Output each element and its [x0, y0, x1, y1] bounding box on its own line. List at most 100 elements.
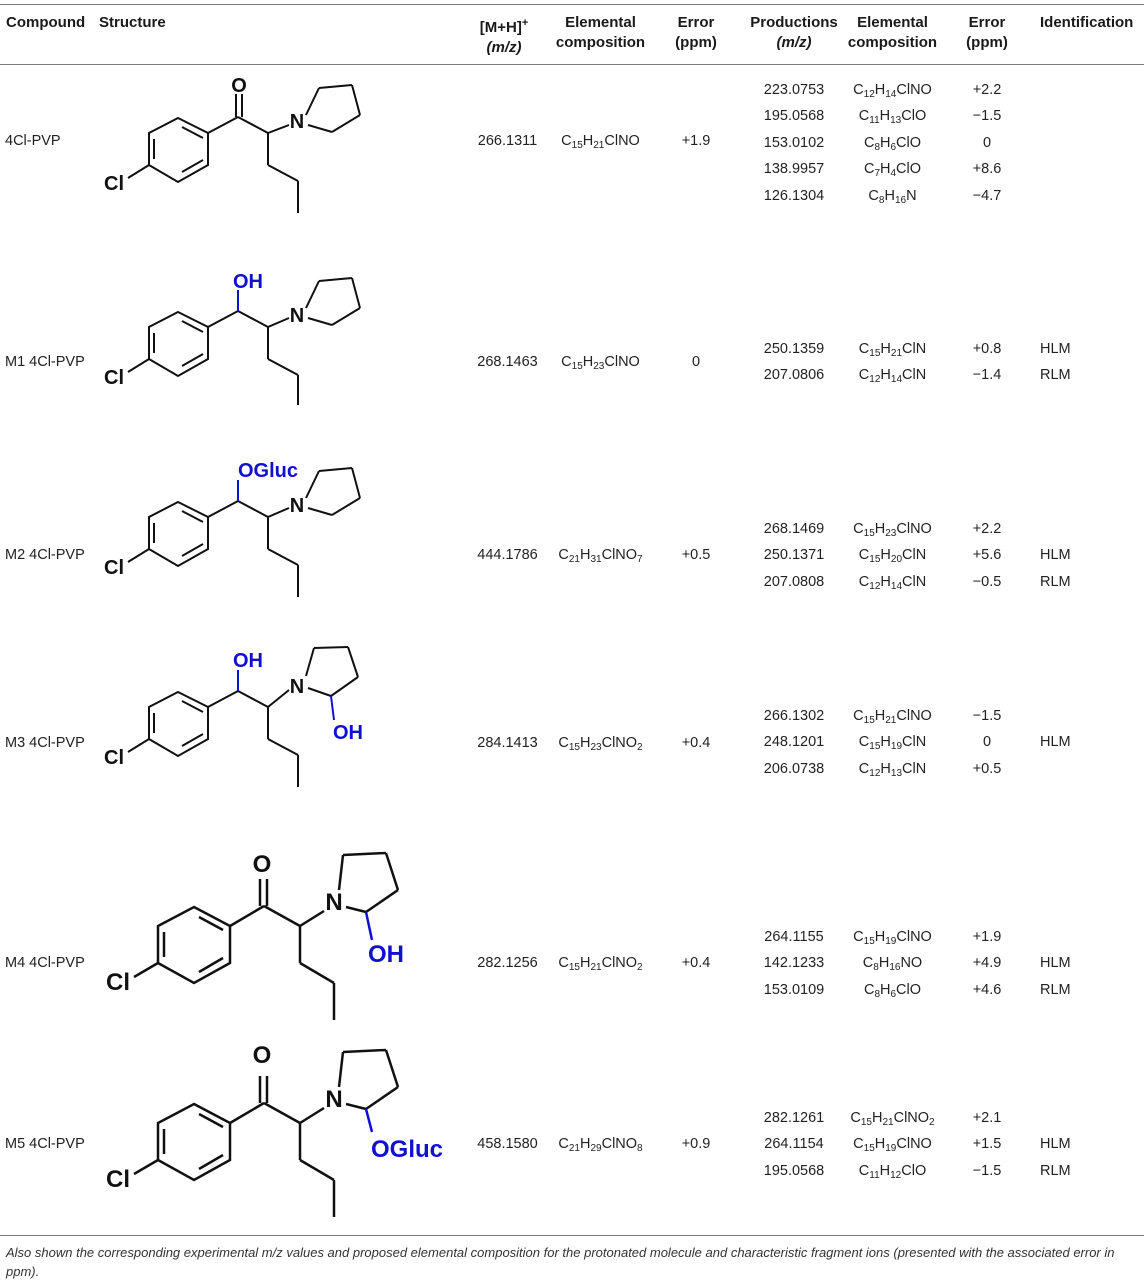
product-composition: C7H4ClO	[863, 161, 922, 179]
mh-value: 268.1463	[477, 354, 538, 370]
product-mz: 142.1233	[763, 955, 825, 971]
svg-text:Cl: Cl	[104, 557, 124, 579]
structure-drawing: O N OGluc Cl	[96, 1032, 456, 1227]
svg-text:OH: OH	[233, 271, 263, 293]
compound-name: M1 4Cl-PVP	[5, 354, 85, 370]
svg-text:OGluc: OGluc	[238, 460, 298, 482]
mh-value: 284.1413	[477, 735, 538, 751]
table-bottom-rule	[0, 1235, 1144, 1236]
identification: HLM	[1040, 341, 1071, 357]
product-error: 0	[982, 734, 992, 750]
product-error: +1.9	[972, 929, 1002, 945]
structure-m1: OH N Cl	[104, 271, 361, 405]
compound-name: M4 4Cl-PVP	[5, 955, 85, 971]
svg-text:OH: OH	[233, 650, 263, 672]
header-product-error: Error(ppm)	[966, 14, 1008, 51]
composition: C21H29ClNO8	[558, 1136, 643, 1154]
svg-text:N: N	[290, 305, 304, 327]
product-mz: 250.1359	[763, 341, 825, 357]
error: +0.4	[681, 955, 711, 971]
product-error: −1.5	[972, 708, 1002, 724]
product-mz: 138.9957	[763, 161, 825, 177]
product-mz: 153.0102	[763, 135, 825, 151]
product-composition: C15H19ClNO	[853, 1136, 932, 1154]
table-top-rule	[0, 4, 1144, 5]
product-error: −1.5	[972, 108, 1002, 124]
header-identification: Identification	[1040, 14, 1134, 31]
composition: C15H21ClNO	[561, 133, 640, 151]
mh-value: 444.1786	[477, 547, 538, 563]
product-composition: C11H13ClO	[858, 108, 927, 126]
product-mz: 207.0808	[763, 574, 825, 590]
product-error: +2.2	[972, 521, 1002, 537]
product-composition: C8H16NO	[862, 955, 923, 973]
svg-text:N: N	[325, 889, 342, 916]
product-composition: C8H6ClO	[863, 982, 922, 1000]
product-mz: 223.0753	[763, 82, 825, 98]
product-error: +5.6	[972, 547, 1002, 563]
product-error: +2.2	[972, 82, 1002, 98]
header-error: Error(ppm)	[675, 14, 717, 51]
product-mz: 206.0738	[763, 761, 825, 777]
product-mz: 126.1304	[763, 188, 825, 204]
svg-text:N: N	[325, 1086, 342, 1113]
compound-name: M5 4Cl-PVP	[5, 1136, 85, 1152]
product-composition: C12H14ClN	[858, 367, 927, 385]
error: +0.9	[681, 1136, 711, 1152]
svg-text:N: N	[290, 111, 304, 133]
identification: HLM	[1040, 547, 1071, 563]
svg-text:N: N	[290, 495, 304, 517]
product-composition: C11H12ClO	[858, 1163, 927, 1181]
identification: RLM	[1040, 982, 1071, 998]
svg-text:Cl: Cl	[104, 747, 124, 769]
identification: HLM	[1040, 734, 1071, 750]
compound-name: 4Cl-PVP	[5, 133, 61, 149]
svg-text:Cl: Cl	[104, 367, 124, 389]
product-error: +4.6	[972, 982, 1002, 998]
composition: C15H21ClNO2	[558, 955, 643, 973]
mh-value: 458.1580	[477, 1136, 538, 1152]
header-compound: Compound	[6, 14, 86, 31]
product-error: −1.4	[972, 367, 1002, 383]
svg-text:N: N	[290, 676, 304, 698]
mh-value: 282.1256	[477, 955, 538, 971]
product-composition: C12H14ClN	[858, 574, 927, 592]
structure-drawing: OGluc N Cl	[96, 440, 406, 600]
product-mz: 153.0109	[763, 982, 825, 998]
product-mz: 195.0568	[763, 108, 825, 124]
product-error: +8.6	[972, 161, 1002, 177]
structure-m5: O N OGluc Cl	[106, 1042, 443, 1217]
product-error: −4.7	[972, 188, 1002, 204]
error: +0.4	[681, 735, 711, 751]
product-error: +0.8	[972, 341, 1002, 357]
svg-text:Cl: Cl	[104, 173, 124, 195]
product-mz: 195.0568	[763, 1163, 825, 1179]
product-mz: 264.1155	[764, 929, 824, 945]
identification: HLM	[1040, 955, 1071, 971]
structure-4cl-pvp: O N Cl	[104, 75, 361, 213]
structure-drawing: O N Cl	[96, 70, 406, 230]
header-mh: [M+H]+ (m/z)	[479, 17, 529, 56]
header-productions: Productions(m/z)	[750, 14, 838, 51]
product-error: +4.9	[972, 955, 1002, 971]
product-mz: 248.1201	[763, 734, 825, 750]
structure-m4: O N OH Cl	[106, 851, 404, 1020]
header-rule	[0, 64, 1144, 65]
composition: C21H31ClNO7	[558, 547, 643, 565]
header-structure: Structure	[99, 14, 166, 31]
product-mz: 207.0806	[763, 367, 825, 383]
error: +0.5	[681, 547, 711, 563]
structure-m3: OH N OH Cl	[104, 646, 363, 787]
compound-name: M3 4Cl-PVP	[5, 735, 85, 751]
product-error: +2.1	[972, 1110, 1002, 1126]
table-footnote: Also shown the corresponding experimenta…	[6, 1245, 1115, 1279]
product-composition: C12H14ClNO	[853, 82, 932, 100]
product-mz: 268.1469	[763, 521, 825, 537]
product-composition: C15H23ClNO	[853, 521, 932, 539]
product-composition: C15H21ClNO2	[850, 1110, 935, 1128]
product-error: −1.5	[972, 1163, 1002, 1179]
svg-text:Cl: Cl	[106, 969, 130, 996]
product-mz: 266.1302	[763, 708, 825, 724]
identification: HLM	[1040, 1136, 1071, 1152]
